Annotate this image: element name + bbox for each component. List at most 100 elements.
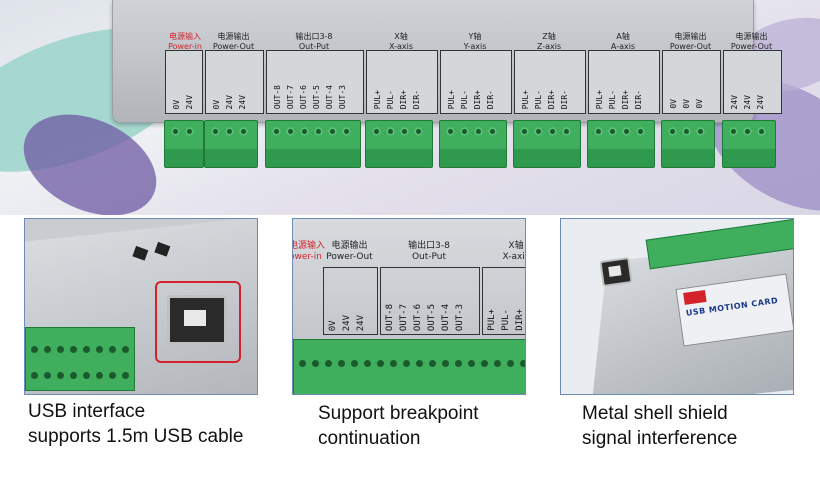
screw-terminal <box>314 127 323 136</box>
caption-usb: USB interface supports 1.5m USB cable <box>28 399 243 449</box>
pin-label: PUL- <box>460 89 469 109</box>
pin-label: OUT-6 <box>299 84 308 109</box>
inset-usb-interface <box>24 218 258 395</box>
terminal-strip <box>265 120 361 168</box>
screw-terminal <box>562 127 571 136</box>
pin-label: PUL+ <box>487 309 497 331</box>
screw-terminal <box>414 127 423 136</box>
caption-line: USB interface <box>28 401 146 422</box>
screw-terminal <box>185 127 194 136</box>
caption-breakpoint: Support breakpoint continuation <box>318 401 479 451</box>
pin-label: 24V <box>238 94 247 109</box>
terminal-strip <box>204 120 258 168</box>
screw-terminal <box>386 127 395 136</box>
header-en: X-axis <box>502 252 526 262</box>
pin-box: PUL+PUL-DIR+DIR- <box>366 50 438 114</box>
pin-label: PUL- <box>501 309 511 331</box>
header-cn: A轴 <box>616 32 630 41</box>
terminal-strip <box>661 120 715 168</box>
header-en: X-axis <box>389 42 413 51</box>
header-en: Out-Put <box>298 42 330 51</box>
screw-terminal <box>400 127 409 136</box>
screw-terminal <box>743 127 752 136</box>
screw-terminal <box>594 127 603 136</box>
caption-line: continuation <box>318 428 421 449</box>
screw-terminal <box>225 127 234 136</box>
header-cn: Y轴 <box>468 32 482 41</box>
terminal-block <box>293 339 525 394</box>
header-cn: 电源输入 <box>292 241 326 251</box>
header-en: Power-in <box>168 42 202 51</box>
header-cn: X轴 <box>394 32 408 41</box>
header-cn: X轴 <box>508 241 524 251</box>
header-en: Power-Out <box>212 42 255 51</box>
pin-label: DIR- <box>560 89 569 109</box>
header-en: Out-Put <box>411 252 447 262</box>
header-cn: 输出口3-8 <box>295 32 333 41</box>
screw-terminal <box>548 127 557 136</box>
terminal-strip <box>513 120 581 168</box>
header-cn: 电源输入 <box>169 32 201 41</box>
header-cn: 电源输出 <box>331 241 368 251</box>
pin-label: 24V <box>342 314 352 331</box>
pin-label: DIR- <box>486 89 495 109</box>
usb-port <box>599 257 633 287</box>
caption-line: signal interference <box>582 428 738 449</box>
screw-terminal <box>608 127 617 136</box>
header-cn: 电源输出 <box>217 32 250 41</box>
pin-label: 0V <box>695 99 704 109</box>
pin-label: OUT-7 <box>286 84 295 109</box>
header-en: Z-axis <box>536 42 562 51</box>
pin-label: OUT-7 <box>399 303 409 331</box>
pin-box: PUL+PUL-DIR+DIR- <box>482 267 525 335</box>
screw-terminal <box>171 127 180 136</box>
pin-label: DIR+ <box>399 89 408 109</box>
pin-label: 0V <box>669 99 678 109</box>
caption-line: Support breakpoint <box>318 403 479 424</box>
pin-label: DIR+ <box>621 89 630 109</box>
caption-line: supports 1.5m USB cable <box>28 426 244 447</box>
pin-label: PUL+ <box>521 89 530 109</box>
header-cn: 电源输出 <box>735 32 768 41</box>
caption-line: Metal shell shield <box>582 403 728 424</box>
terminal-strip <box>722 120 776 168</box>
pin-label: 24V <box>185 94 194 109</box>
pin-label: 0V <box>328 320 338 331</box>
terminal-strip <box>365 120 433 168</box>
header-en: ower-in <box>292 252 322 262</box>
pin-label: 0V <box>172 99 181 109</box>
pin-label: OUT-3 <box>455 303 465 331</box>
pin-label: OUT-3 <box>338 84 347 109</box>
pin-label: OUT-5 <box>427 303 437 331</box>
screw-terminal <box>520 127 529 136</box>
pin-label: OUT-8 <box>273 84 282 109</box>
pin-label: PUL- <box>534 89 543 109</box>
screw-terminal <box>211 127 220 136</box>
screw-terminal <box>342 127 351 136</box>
header-cn: Z轴 <box>542 32 556 41</box>
pin-label: PUL+ <box>447 89 456 109</box>
header-cn: 电源输出 <box>674 32 707 41</box>
pin-label: 24V <box>225 94 234 109</box>
pin-label: OUT-8 <box>385 303 395 331</box>
screw-terminal <box>328 127 337 136</box>
screw-terminal <box>460 127 469 136</box>
pin-label: DIR+ <box>515 309 525 331</box>
header-en: Power-Out <box>669 42 712 51</box>
pin-label: 24V <box>743 94 752 109</box>
header-en: A-axis <box>610 42 636 51</box>
caption-metal-shell: Metal shell shield signal interference <box>582 401 737 451</box>
header-cn: 输出口3-8 <box>408 241 450 251</box>
screw-terminal <box>668 127 677 136</box>
